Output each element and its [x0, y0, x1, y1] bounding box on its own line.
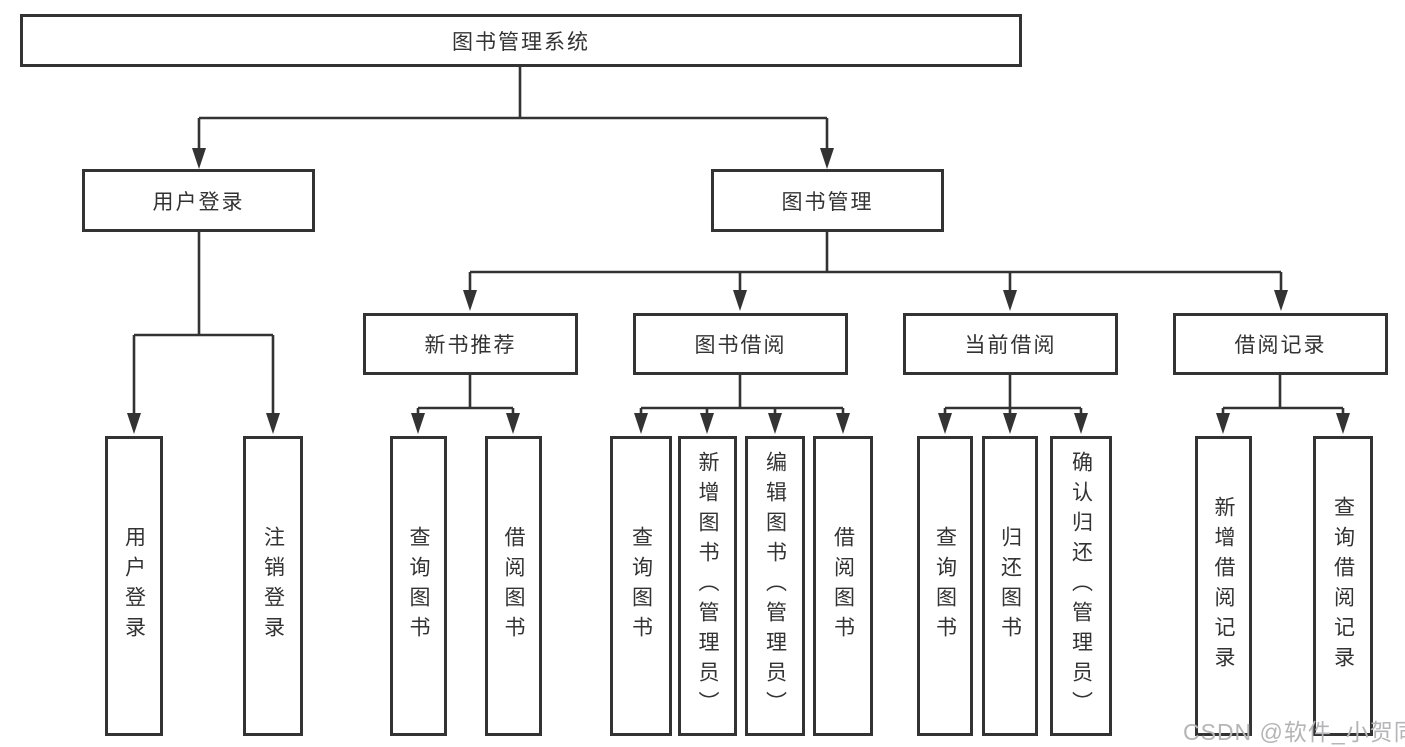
node-label: 编辑图书（管理员）: [763, 451, 787, 721]
node-label: 新增图书（管理员）: [696, 451, 719, 721]
node-label: 查询借阅记录: [1331, 496, 1355, 676]
arrowhead: [127, 413, 141, 434]
arrowhead: [733, 290, 747, 311]
leaf-query-books-recommend: 查询图书: [390, 436, 447, 736]
arrowhead: [1216, 413, 1230, 434]
leaf-confirm-return-admin: 确认归还（管理员）: [1050, 436, 1112, 736]
node-book-management: 图书管理: [711, 169, 944, 232]
leaf-query-borrow-record: 查询借阅记录: [1313, 436, 1373, 736]
leaf-user-login: 用户登录: [105, 436, 163, 736]
node-current-borrow: 当前借阅: [903, 313, 1118, 375]
node-label: 借阅记录: [1234, 334, 1327, 357]
arrowhead: [506, 413, 520, 434]
leaf-return-book: 归还图书: [982, 436, 1038, 736]
node-label: 借阅图书: [502, 526, 525, 646]
node-label: 注销登录: [261, 526, 285, 646]
leaf-query-books-current: 查询图书: [917, 436, 973, 736]
node-label: 确认归还（管理员）: [1069, 451, 1093, 721]
leaf-add-book-admin: 新增图书（管理员）: [678, 436, 737, 736]
node-label: 用户登录: [152, 190, 245, 214]
arrowhead: [836, 413, 850, 434]
node-label: 用户登录: [122, 526, 146, 646]
node-label: 当前借阅: [964, 334, 1057, 357]
leaf-borrow-books: 借阅图书: [813, 436, 873, 736]
node-new-book-recommend: 新书推荐: [363, 313, 578, 375]
leaf-edit-book-admin: 编辑图书（管理员）: [745, 436, 805, 736]
leaf-add-borrow-record: 新增借阅记录: [1195, 436, 1252, 736]
arrowhead: [1336, 413, 1350, 434]
leaf-borrow-books-recommend: 借阅图书: [485, 436, 542, 736]
node-label: 查询图书: [629, 526, 653, 646]
node-label: 新增借阅记录: [1212, 496, 1235, 676]
node-label: 查询图书: [933, 526, 957, 646]
arrowhead: [1003, 413, 1017, 434]
arrowhead: [634, 413, 648, 434]
arrowhead: [700, 413, 714, 434]
node-book-borrow: 图书借阅: [633, 313, 848, 375]
arrowhead: [1003, 290, 1017, 311]
arrowhead: [1274, 290, 1288, 311]
node-library-management-system: 图书管理系统: [20, 14, 1022, 67]
arrowhead: [1074, 413, 1088, 434]
node-label: 借阅图书: [831, 526, 855, 646]
leaf-logout: 注销登录: [243, 436, 303, 736]
node-label: 图书借阅: [694, 334, 787, 357]
arrowhead: [411, 413, 425, 434]
node-label: 图书管理: [781, 190, 874, 214]
arrowhead: [463, 290, 477, 311]
node-user-login: 用户登录: [82, 169, 315, 232]
arrowhead: [266, 413, 280, 434]
watermark-text: CSDN @软件_小贺同学: [1183, 719, 1405, 745]
node-label: 新书推荐: [424, 334, 517, 357]
leaf-query-books-borrow: 查询图书: [610, 436, 672, 736]
arrowhead: [192, 148, 206, 169]
arrowhead: [768, 413, 782, 434]
arrowhead: [938, 413, 952, 434]
node-borrow-records: 借阅记录: [1173, 313, 1388, 375]
arrowhead: [820, 148, 834, 169]
node-label: 查询图书: [407, 526, 430, 646]
node-label: 图书管理系统: [452, 30, 590, 54]
node-label: 归还图书: [998, 526, 1022, 646]
